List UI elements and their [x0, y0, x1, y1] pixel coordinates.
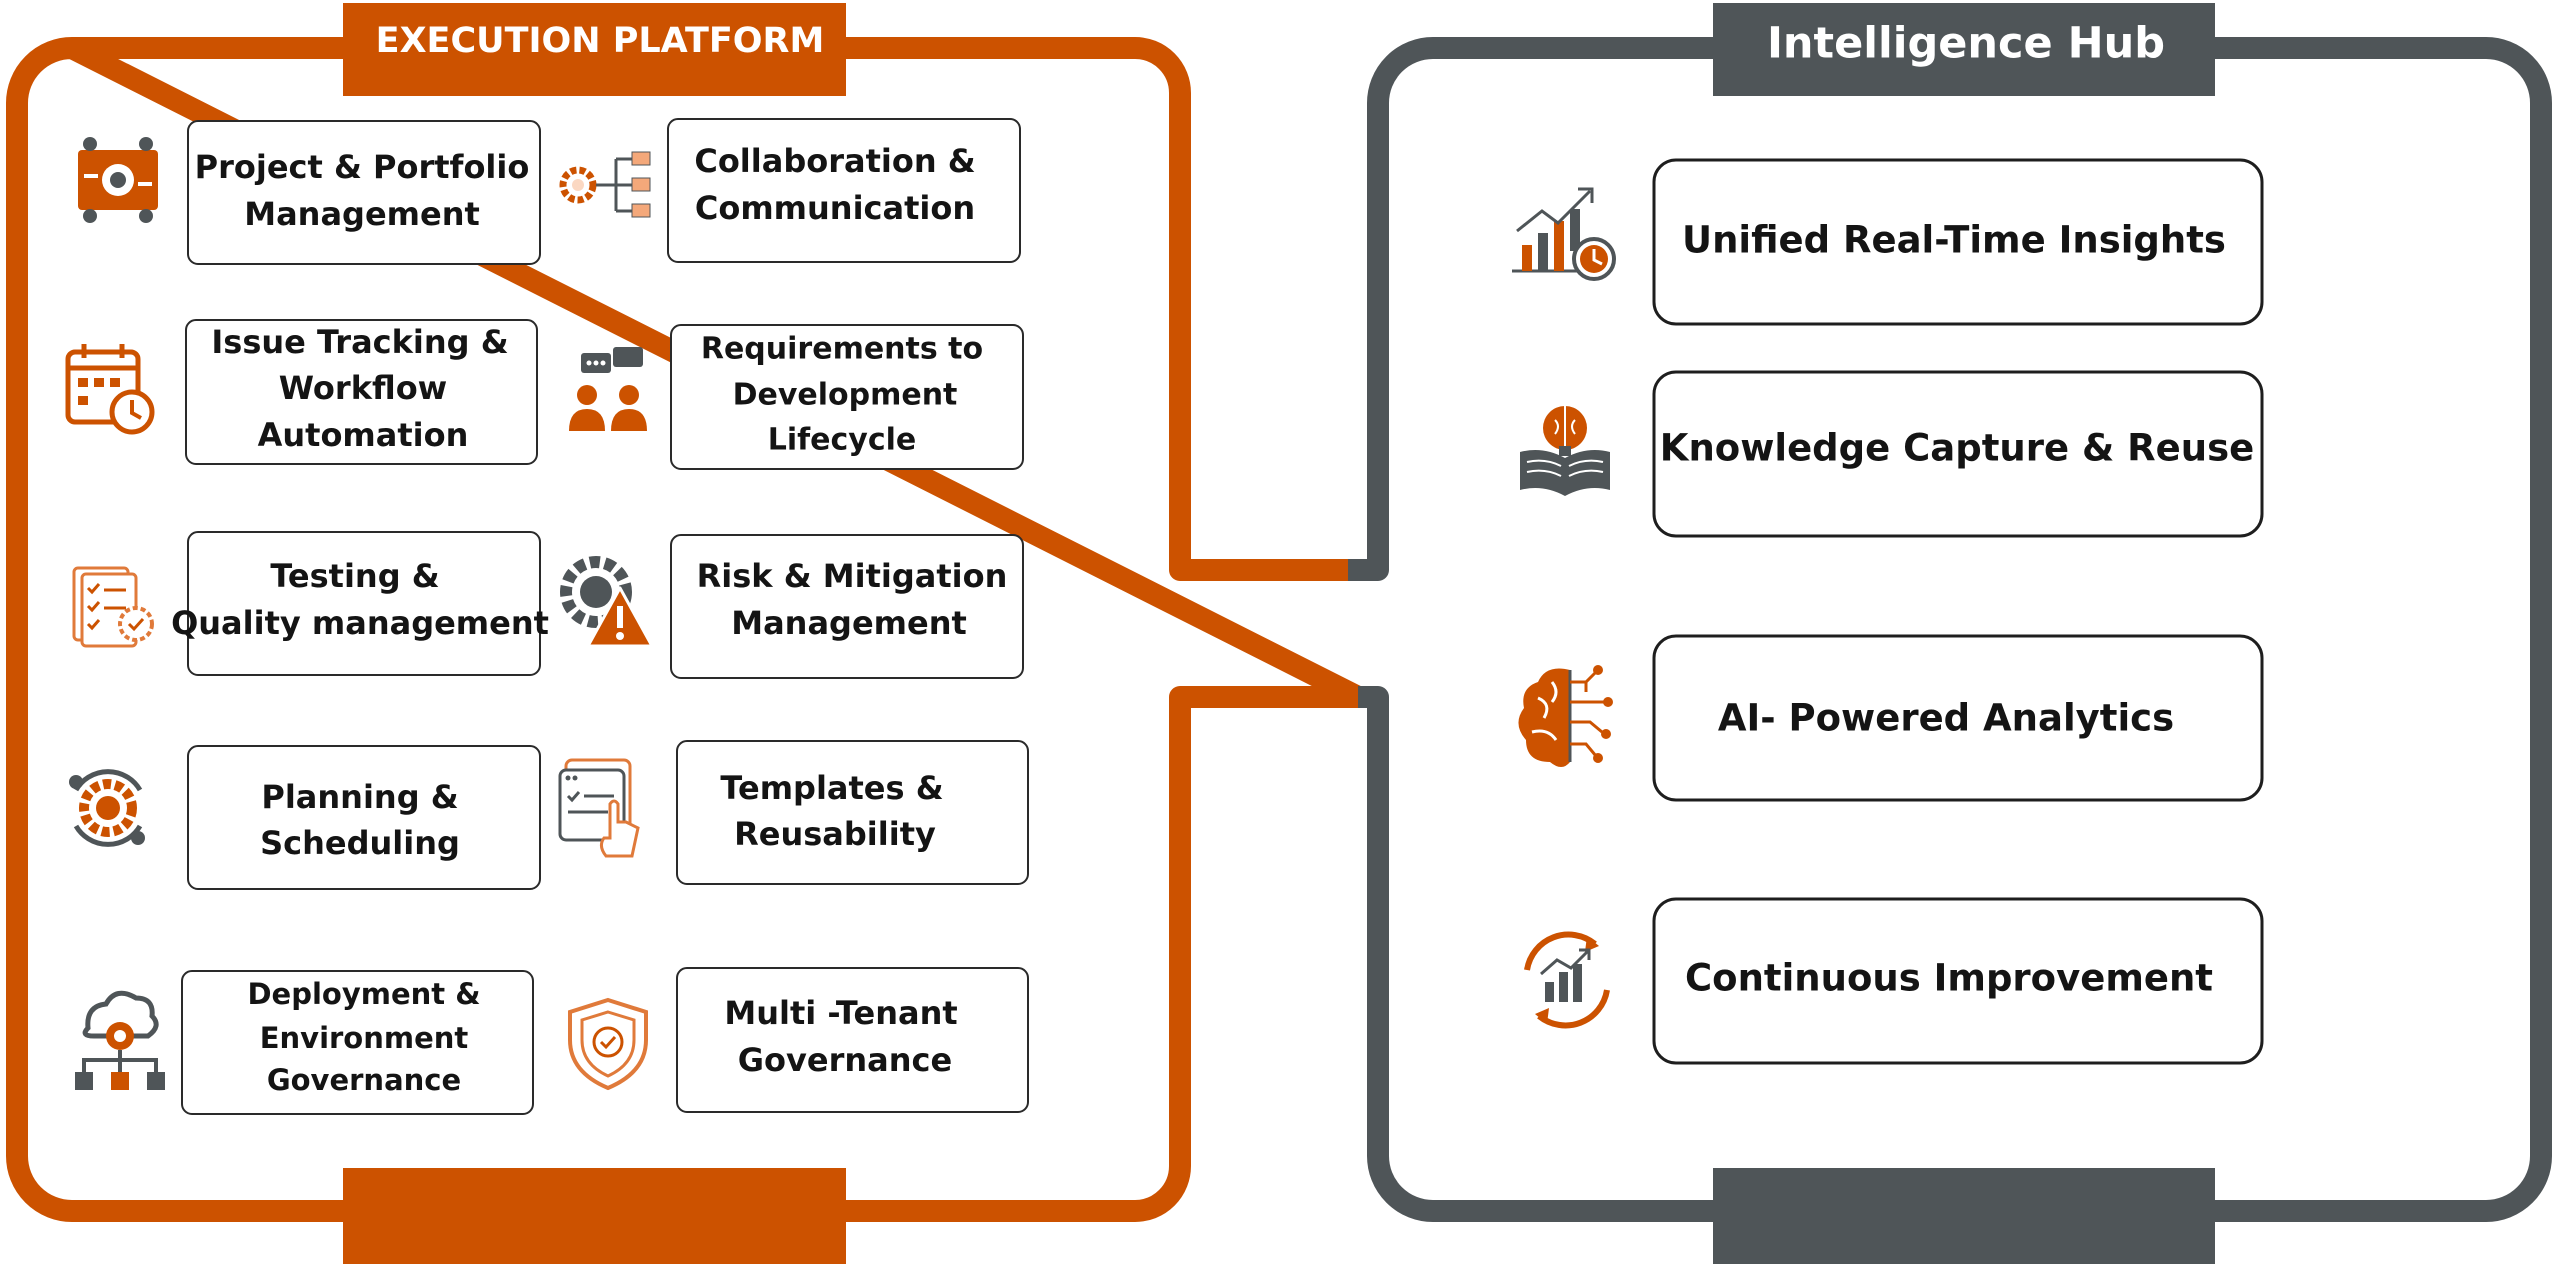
exec-card-collaboration: Collaboration & Communication: [667, 118, 1021, 263]
hub-card-ai-analytics: AI- Powered Analytics: [1652, 634, 2264, 802]
card-line: Deployment &: [247, 977, 480, 1011]
card-line: Automation: [258, 416, 469, 454]
card-line: Collaboration &: [694, 142, 975, 180]
exec-card-templates: Templates & Reusability: [676, 740, 1029, 885]
card-line: Quality management: [171, 604, 549, 642]
calendar-clock-icon: [65, 344, 155, 435]
card-line: Knowledge Capture & Reuse: [1660, 427, 2254, 470]
card-line: Governance: [738, 1041, 952, 1079]
book-brain-icon: [1520, 406, 1610, 496]
card-line: Planning &: [261, 778, 458, 816]
card-line: Multi -Tenant: [724, 994, 957, 1032]
gear-cycle-icon: [69, 769, 145, 847]
exec-card-deployment: Deployment & Environment Governance: [181, 970, 534, 1115]
card-line: AI- Powered Analytics: [1718, 697, 2174, 740]
execution-title-tab: [343, 3, 846, 96]
exec-card-requirements: Requirements to Development Lifecycle: [670, 324, 1024, 470]
card-line: Templates &: [720, 769, 943, 807]
exec-card-testing: Testing & Quality management: [171, 531, 549, 676]
template-hand-icon: [558, 758, 640, 858]
exec-card-planning: Planning & Scheduling: [187, 745, 541, 890]
hub-card-continuous-improvement: Continuous Improvement: [1652, 897, 2264, 1065]
execution-title: EXECUTION PLATFORM: [376, 21, 825, 61]
card-line: Management: [731, 604, 967, 642]
exec-card-multi-tenant: Multi -Tenant Governance: [676, 967, 1029, 1113]
cloud-network-icon: [75, 990, 165, 1090]
card-line: Requirements to: [701, 332, 983, 367]
intelligence-title: Intelligence Hub: [1767, 19, 2165, 69]
card-line: Management: [244, 195, 480, 233]
execution-platform-frame: [6, 37, 1369, 1222]
gear-network-icon: [559, 151, 651, 218]
intelligence-title-tab: [1713, 3, 2215, 96]
checklist-gear-icon: [72, 566, 154, 648]
card-line: Environment: [260, 1021, 469, 1055]
card-line: Unified Real-Time Insights: [1682, 219, 2226, 262]
gear-warning-icon: [560, 556, 654, 648]
card-line: Lifecycle: [768, 423, 917, 458]
card-line: Communication: [695, 189, 975, 227]
intelligence-hub-frame: [1348, 37, 2552, 1222]
card-line: Continuous Improvement: [1685, 957, 2213, 1000]
exec-card-issue-tracking: Issue Tracking & Workflow Automation: [185, 319, 538, 465]
card-line: Testing &: [270, 557, 439, 595]
chart-clock-icon: [1512, 187, 1616, 281]
shield-check-icon: [568, 997, 648, 1091]
gear-board-icon: [78, 137, 158, 223]
card-line: Reusability: [734, 815, 936, 853]
execution-footer-tab: [343, 1168, 846, 1264]
card-line: Project & Portfolio: [195, 148, 530, 186]
exec-card-risk: Risk & Mitigation Management: [670, 534, 1024, 679]
card-line: Development: [733, 378, 958, 413]
team-chat-icon: [569, 347, 647, 431]
card-line: Governance: [267, 1063, 461, 1097]
ai-brain-icon: [1518, 665, 1613, 767]
card-line: Issue Tracking &: [211, 323, 508, 361]
growth-cycle-icon: [1524, 931, 1610, 1029]
intelligence-footer-tab: [1713, 1168, 2215, 1264]
card-line: Workflow: [279, 369, 447, 407]
card-line: Scheduling: [260, 824, 460, 862]
hub-card-unified-insights: Unified Real-Time Insights: [1652, 158, 2264, 326]
card-line: Risk & Mitigation: [697, 557, 1008, 595]
exec-card-project-portfolio: Project & Portfolio Management: [187, 120, 541, 265]
hub-card-knowledge-capture: Knowledge Capture & Reuse: [1652, 370, 2264, 538]
